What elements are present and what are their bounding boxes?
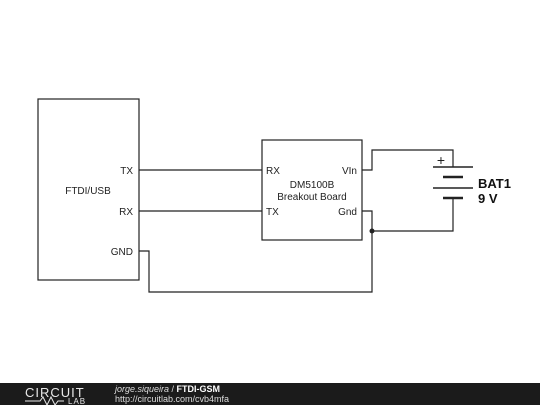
logo-waveform-icon [25,395,64,407]
battery-value: 9 V [478,191,498,206]
footer-project[interactable]: FTDI-GSM [177,384,221,394]
ftdi-pin-gnd: GND [111,247,133,258]
footer-bar [0,383,540,405]
footer-author[interactable]: jorge.siqueira [114,384,169,394]
footer-separator: / [169,384,177,394]
dm5100b-block[interactable] [261,139,363,241]
ftdi-pin-tx: TX [120,166,133,177]
logo-circuit: CIRCUIT [25,385,85,400]
dm5100b-pin-gnd: Gnd [338,207,357,218]
wire-vin-to-battery-plus [362,149,454,171]
dm5100b-label-line1: DM5100B [290,180,335,191]
wire-gnd-to-battery-minus [362,210,454,232]
ftdi-usb-block[interactable] [37,98,140,281]
logo-lab: LAB [68,397,86,405]
dm5100b-pin-tx: TX [266,207,279,218]
wire-ftdi-gnd-to-ground [139,231,373,293]
battery-name: BAT1 [478,176,511,191]
dm5100b-label-line2: Breakout Board [277,192,347,203]
footer-url[interactable]: http://circuitlab.com/cvb4mfa [115,394,229,404]
ftdi-label: FTDI/USB [65,186,111,197]
battery-plus-sign: + [437,152,445,168]
battery-symbol[interactable] [433,158,473,210]
wire-junction [369,228,375,234]
dm5100b-pin-vin: VIn [342,166,357,177]
circuitlab-logo[interactable]: CIRCUIT LAB [25,385,86,407]
ftdi-pin-rx: RX [119,207,133,218]
dm5100b-pin-rx: RX [266,166,280,177]
footer-credit: jorge.siqueira / FTDI-GSM [114,384,220,394]
